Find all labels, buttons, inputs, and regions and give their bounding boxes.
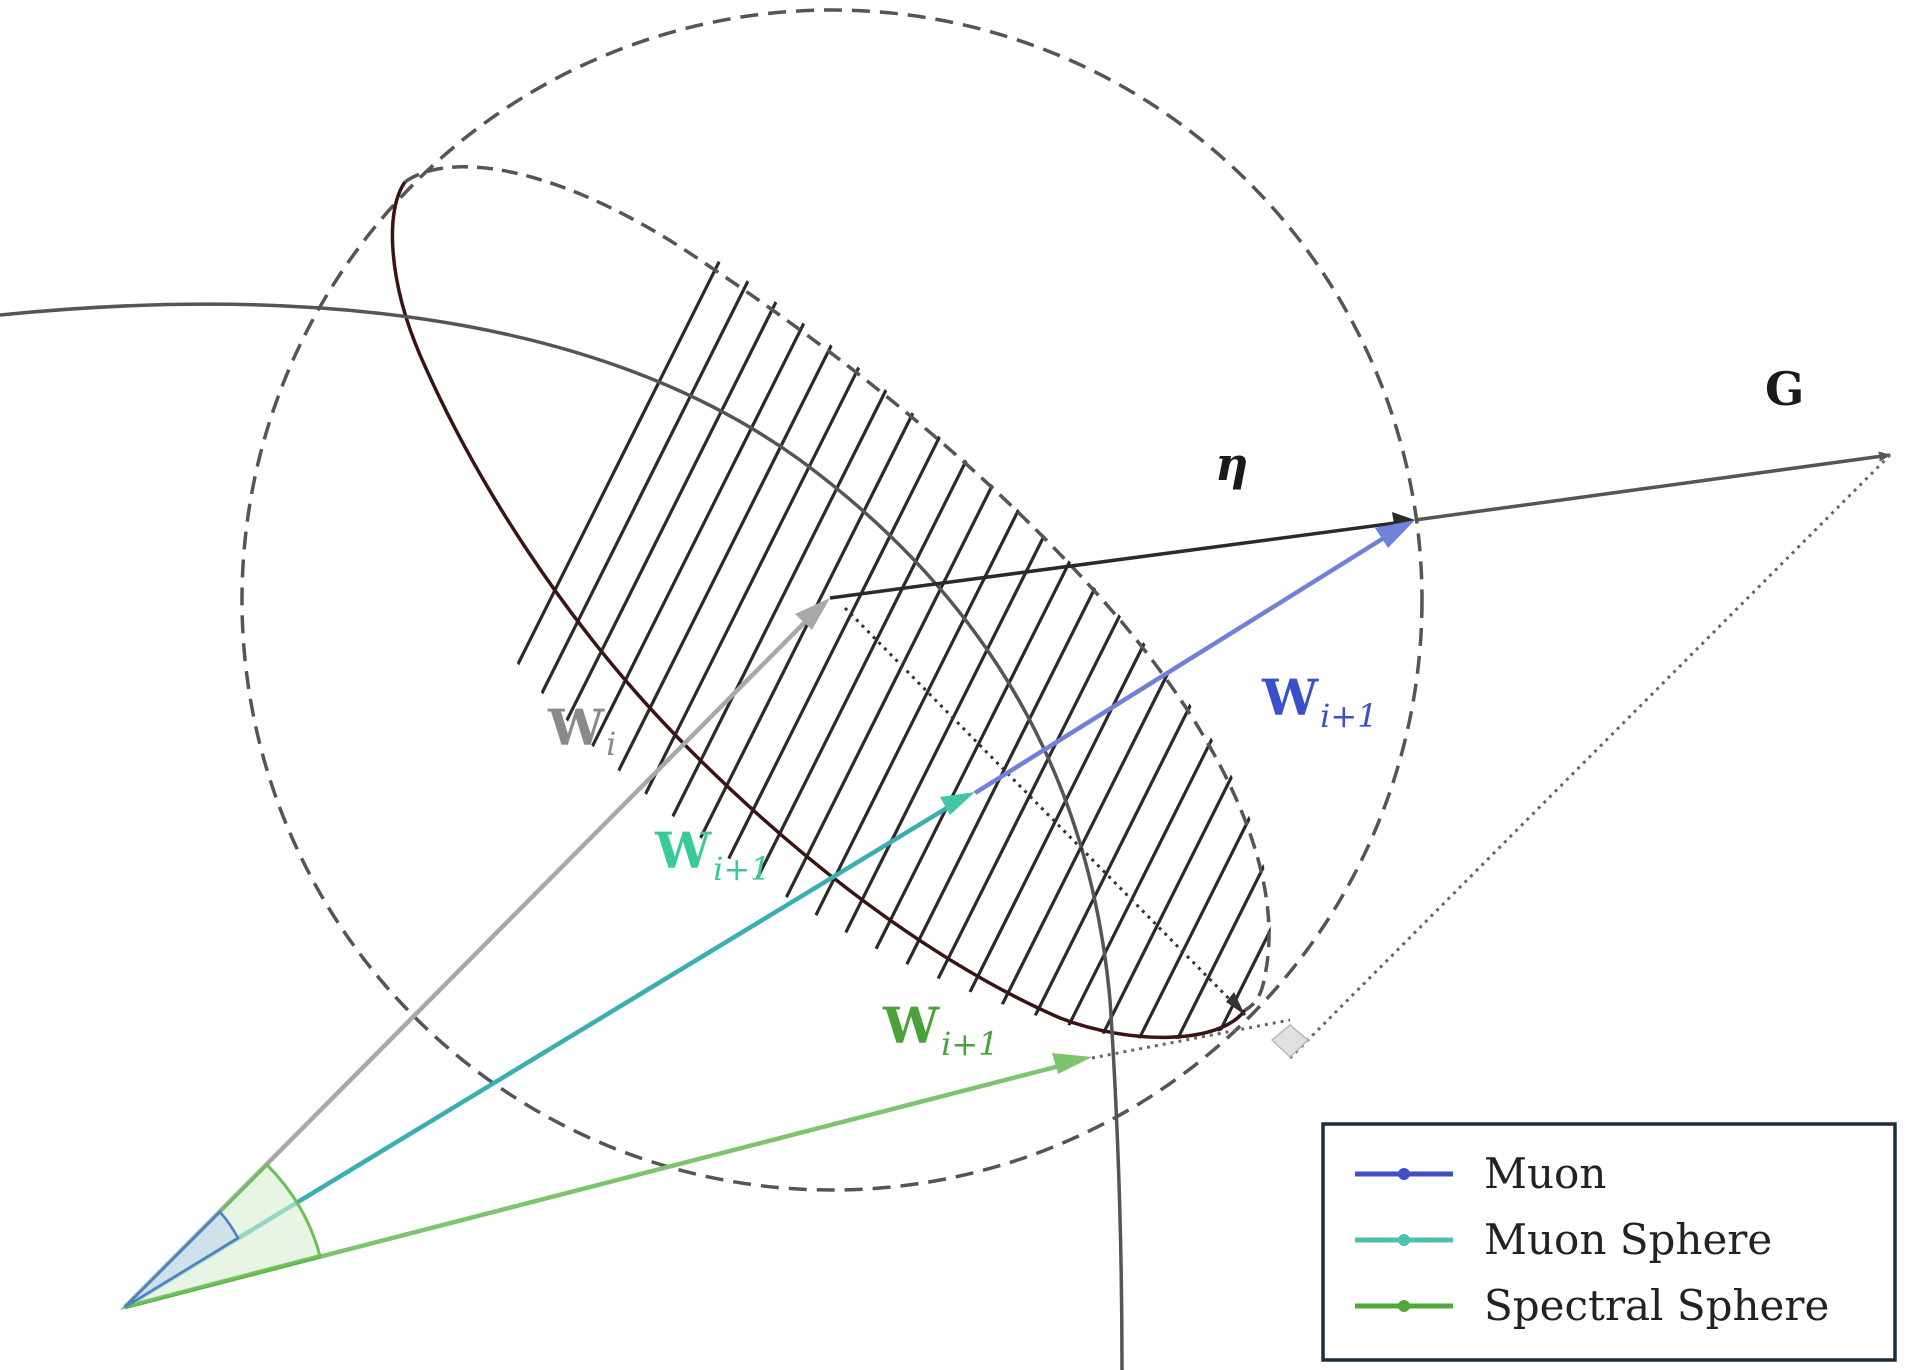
legend-label-spectral-sphere: Spectral Sphere: [1484, 1281, 1829, 1330]
w-muon-sphere-arrowhead: [940, 792, 975, 815]
hatch-line: [1301, 60, 1821, 1100]
legend-marker-muon-sphere: [1398, 1234, 1410, 1246]
hatch-line: [1378, 60, 1898, 1100]
gradient-projection-dotted-line: [1288, 453, 1892, 1060]
right-angle-marker: [1270, 1024, 1310, 1059]
hatch-line: [391, 172, 860, 1040]
w-muon-label: Wi+1: [1261, 668, 1378, 735]
w-i-label: Wi: [547, 698, 616, 763]
tangent-dotted-line: [1091, 1018, 1291, 1060]
hatch-line: [991, 172, 1271, 1040]
hatch-line: [568, 172, 1091, 1040]
w-spectral-label: Wi+1: [882, 996, 999, 1063]
hatch-line: [1417, 60, 1907, 1100]
legend-marker-spectral-sphere: [1398, 1300, 1410, 1312]
hatch-line: [722, 172, 1245, 1040]
hatch-line: [1340, 60, 1860, 1100]
hatch-line: [1261, 172, 1271, 1040]
ellipse-dashed-boundary: [403, 165, 1271, 1012]
muon-angle-wedge: [124, 1210, 240, 1309]
eta-step-arrow: [829, 519, 1411, 600]
hatch-line: [1107, 172, 1271, 1040]
hatch-line: [1494, 60, 1907, 1100]
g-label: G: [1765, 362, 1804, 416]
hatch-line: [1145, 172, 1271, 1040]
legend-label-muon: Muon: [1484, 1149, 1606, 1198]
legend-item-muon-sphere: Muon Sphere: [1355, 1215, 1772, 1264]
w-i-arrowhead: [795, 598, 830, 630]
projection-arrowhead: [1226, 992, 1245, 1015]
hatch-line: [452, 172, 976, 1040]
w-muon-vector: [973, 529, 1397, 795]
hatch-line: [1455, 60, 1907, 1100]
trust-region-circle: [240, 8, 1424, 1192]
hatch-line: [953, 172, 1271, 1040]
hatch-line: [391, 172, 822, 1040]
legend: Muon Muon Sphere Spectral Sphere: [1321, 1122, 1897, 1362]
eta-label: η: [1215, 437, 1248, 491]
hatch-line: [606, 172, 1130, 1040]
w-muon-sphere-label: Wi+1: [654, 821, 771, 888]
legend-label-muon-sphere: Muon Sphere: [1484, 1215, 1772, 1264]
legend-marker-muon: [1398, 1168, 1410, 1180]
legend-item-muon: Muon: [1355, 1149, 1606, 1198]
hatch-line: [1222, 172, 1271, 1040]
hatch-line: [683, 172, 1207, 1040]
hatch-line: [760, 172, 1271, 1040]
hatch-line: [1532, 60, 1907, 1100]
hatch-line: [391, 172, 899, 1040]
ellipse-solid-boundary: [390, 180, 1247, 1040]
hatch-line: [1030, 172, 1271, 1040]
w-muon-arrowhead: [1375, 520, 1415, 548]
hatch-line: [1068, 172, 1271, 1040]
hatch-line: [1184, 172, 1271, 1040]
legend-item-spectral-sphere: Spectral Sphere: [1355, 1281, 1829, 1330]
unit-sphere-arc: [0, 302, 1124, 1370]
hatch-line: [414, 172, 937, 1040]
hatch-line: [1571, 60, 1907, 1100]
hatch-line: [799, 172, 1271, 1040]
w-spectral-arrowhead: [1052, 1053, 1092, 1074]
hatch-line: [914, 172, 1271, 1040]
gradient-vector-arrow: [1414, 451, 1891, 522]
